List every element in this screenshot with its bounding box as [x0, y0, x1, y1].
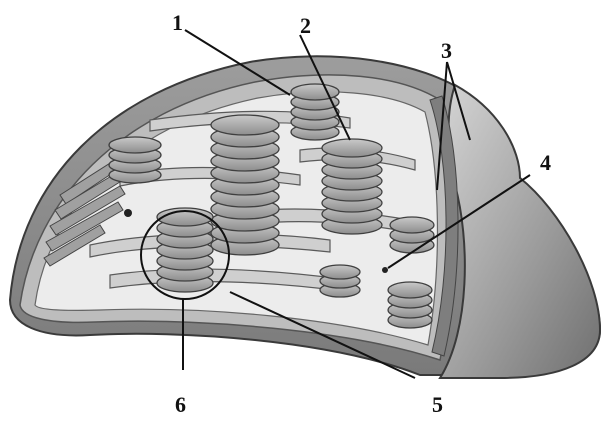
granum-stack-b	[211, 115, 279, 255]
label-1: 1	[172, 10, 183, 35]
granum-stack-d	[322, 139, 382, 234]
granum-stack-e	[157, 208, 213, 292]
label-6: 6	[175, 392, 186, 417]
granum-stack-a	[109, 137, 161, 183]
granum-stack-h	[320, 265, 360, 297]
label-3: 3	[441, 38, 452, 63]
granum-stack-c	[291, 84, 339, 140]
stroma-granule	[382, 267, 388, 273]
stroma-granule	[124, 209, 132, 217]
label-4: 4	[540, 150, 551, 175]
granum-stack-g	[388, 282, 432, 328]
label-2: 2	[300, 13, 311, 38]
membrane-cap	[440, 85, 600, 378]
granum-stack-f	[390, 217, 434, 253]
label-5: 5	[432, 392, 443, 417]
